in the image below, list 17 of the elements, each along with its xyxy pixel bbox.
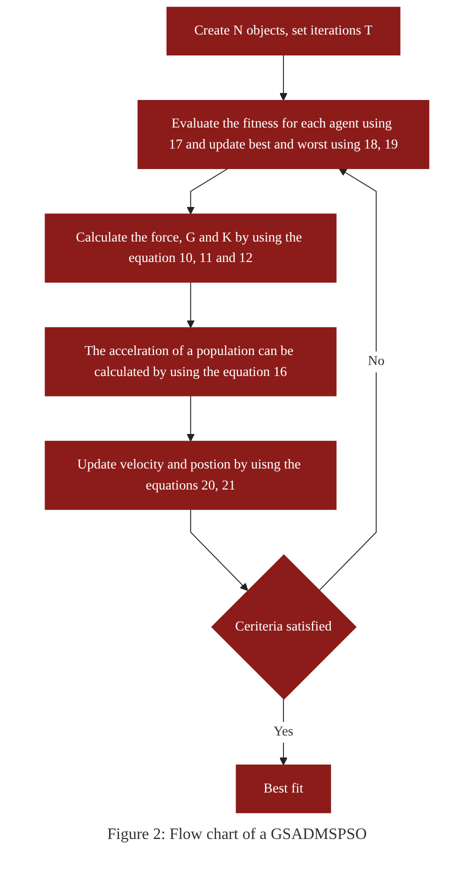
node-box: Calculate the force, G and K by using the equation 10, 11 and 12: [44, 214, 336, 283]
arrow: [279, 54, 288, 101]
node-box: Evaluate the fitness for each agent using 17 and update best and worst using 18, 19: [138, 100, 430, 170]
figure-caption: Figure 2: Flow chart of a GSADMSPSO: [106, 826, 368, 844]
arrow: [318, 168, 377, 591]
node-diamond: Ceriteria satisfied: [211, 554, 357, 700]
node-box: The accelration of a population can be calculated by using the equation 16: [44, 327, 336, 396]
arrow: [186, 282, 195, 328]
arrow: [190, 508, 248, 591]
arrow: [186, 168, 228, 214]
edge-label: Yes: [273, 724, 294, 740]
edge-label: No: [368, 354, 385, 369]
node-box: Best fit: [236, 764, 331, 814]
arrow: [186, 395, 195, 442]
node-box: Create N objects, set iterations T: [166, 6, 400, 56]
arrow: [279, 698, 288, 766]
node-box: Update velocity and postion by uisng the equations 20, 21: [44, 440, 336, 510]
